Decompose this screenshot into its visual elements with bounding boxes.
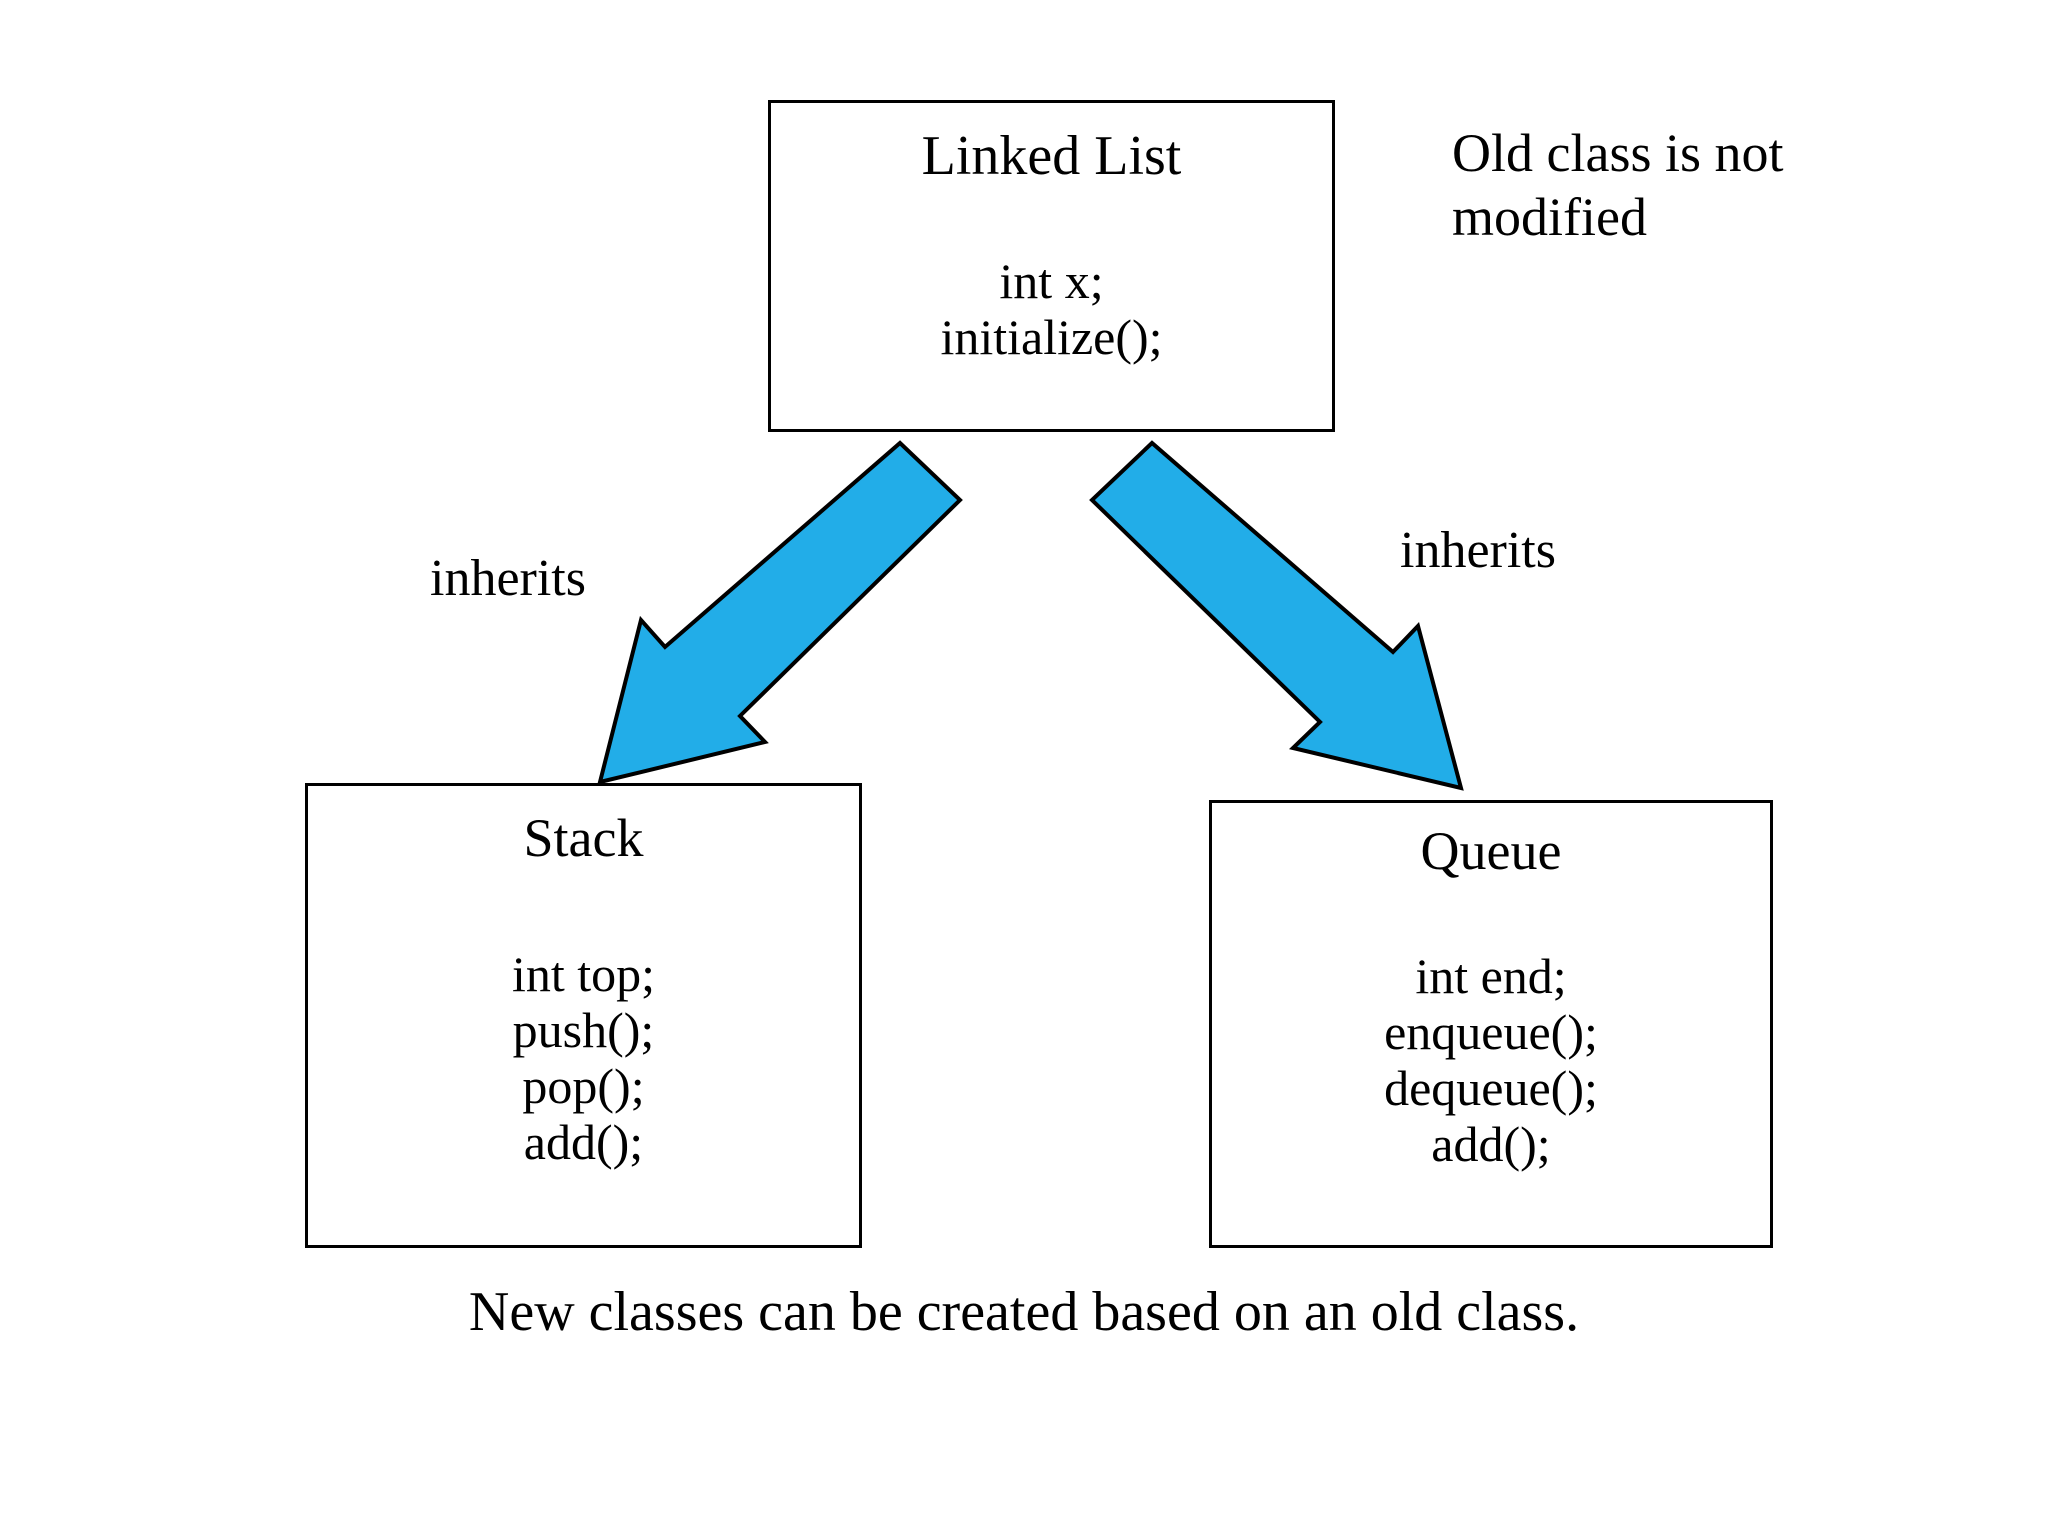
class-name-queue: Queue <box>1420 821 1562 881</box>
member-item: add(); <box>523 1114 644 1170</box>
class-members-linked-list: int x; initialize(); <box>771 253 1332 365</box>
relationship-label-inherits-left: inherits <box>430 550 586 607</box>
note-old-class-not-modified: Old class is not modified <box>1452 123 1784 247</box>
member-item: initialize(); <box>940 309 1163 365</box>
class-box-linked-list[interactable]: Linked List int x; initialize(); <box>768 100 1335 432</box>
relationship-label-inherits-right: inherits <box>1400 522 1556 579</box>
inherits-arrow-right-icon <box>1089 440 1464 791</box>
class-name-stack: Stack <box>523 808 644 868</box>
slide-caption: New classes can be created based on an o… <box>468 1281 1580 1343</box>
member-item: dequeue(); <box>1384 1060 1598 1116</box>
member-item: push(); <box>512 1002 655 1058</box>
class-name-linked-list: Linked List <box>921 125 1182 187</box>
class-members-stack: int top; push(); pop(); add(); <box>308 946 859 1170</box>
member-item: int top; <box>511 946 656 1002</box>
inherits-arrow-left-icon <box>597 440 963 785</box>
member-item: pop(); <box>522 1058 645 1114</box>
class-members-queue: int end; enqueue(); dequeue(); add(); <box>1212 948 1770 1172</box>
member-item: int end; <box>1415 948 1567 1004</box>
member-item: add(); <box>1431 1116 1551 1172</box>
member-item: enqueue(); <box>1384 1004 1598 1060</box>
class-box-stack[interactable]: Stack int top; push(); pop(); add(); <box>305 783 862 1248</box>
class-box-queue[interactable]: Queue int end; enqueue(); dequeue(); add… <box>1209 800 1773 1248</box>
member-item: int x; <box>999 253 1104 309</box>
